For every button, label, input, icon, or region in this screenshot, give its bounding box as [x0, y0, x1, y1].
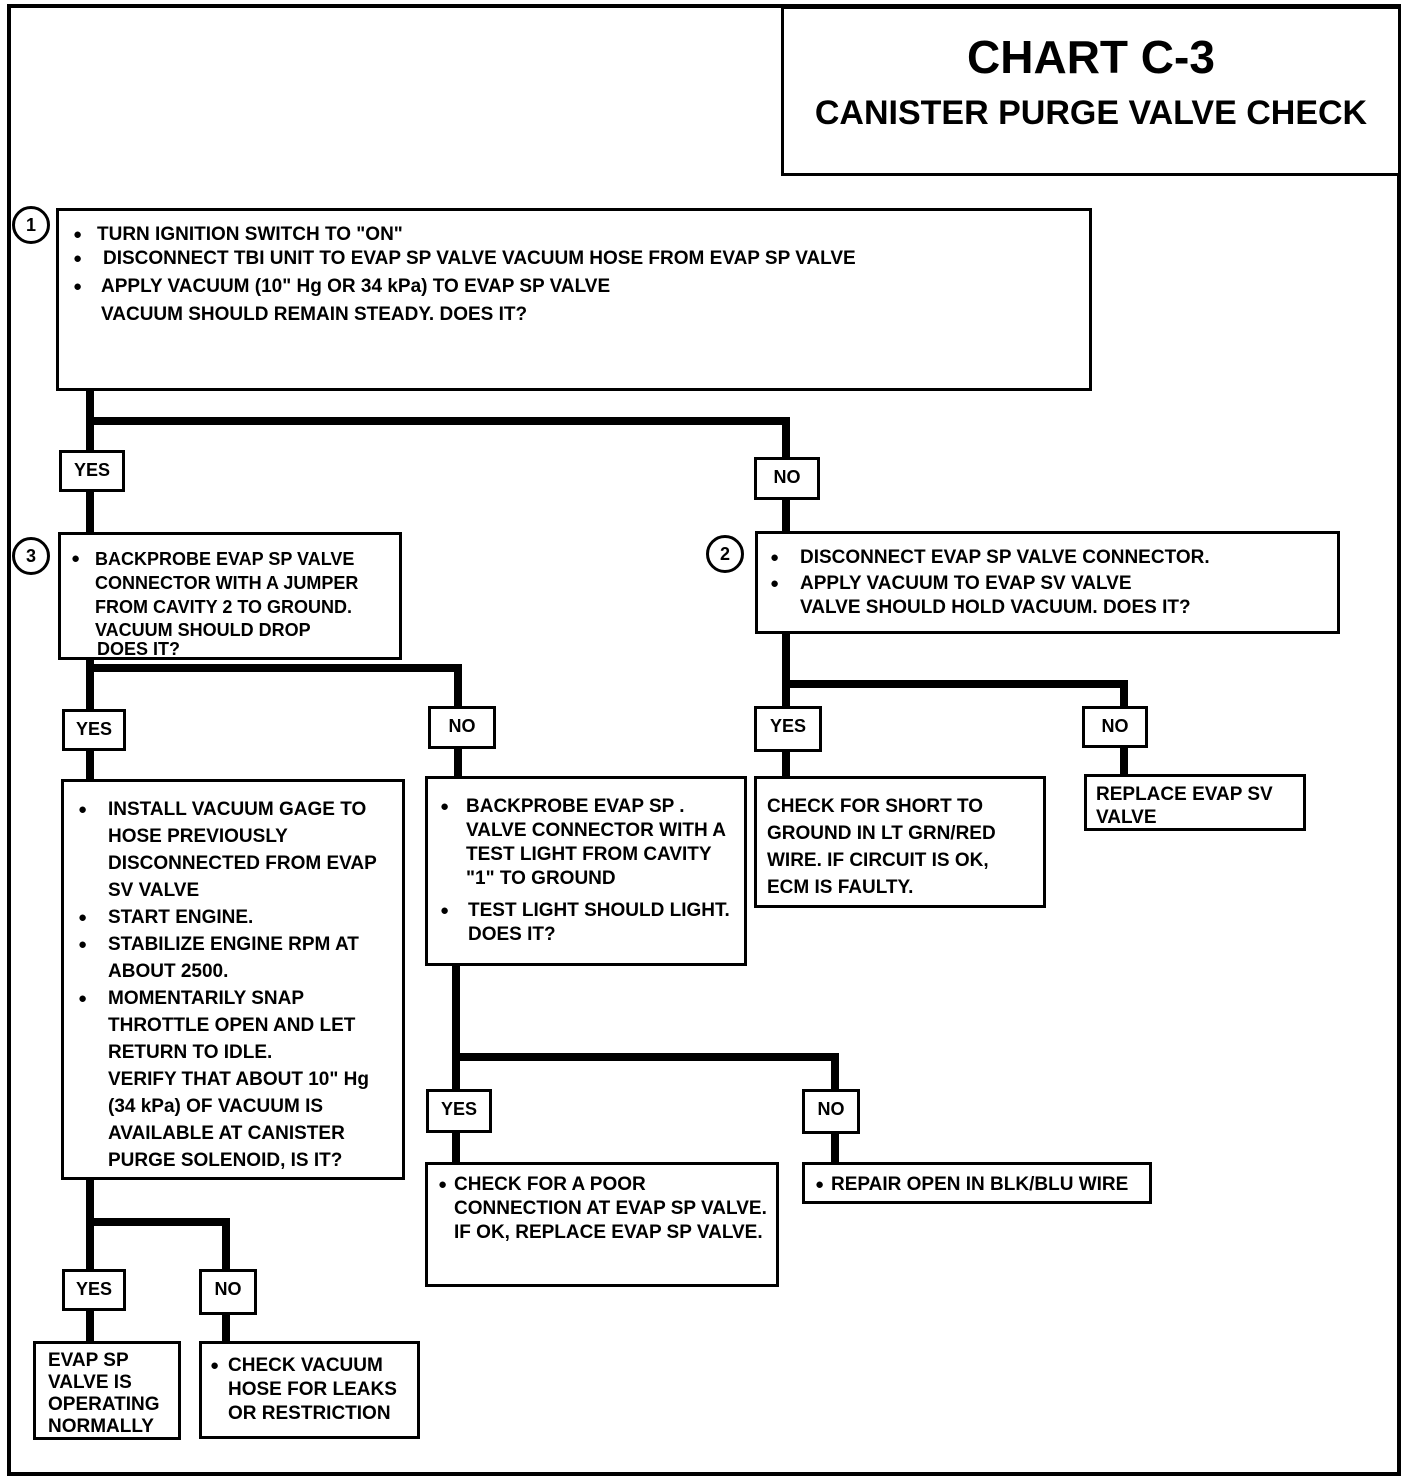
- step-2-box: DISCONNECT EVAP SP VALVE CONNECTOR. APPL…: [755, 531, 1340, 634]
- step-1-bullet: DISCONNECT TBI UNIT TO EVAP SP VALVE VAC…: [69, 247, 1079, 271]
- no-label: NO: [428, 706, 496, 749]
- operating-normally-box: EVAP SP VALVE IS OPERATING NORMALLY: [33, 1341, 181, 1440]
- step-2-bullet: APPLY VACUUM TO EVAP SV VALVE: [766, 572, 1329, 596]
- vacuum-gage-bullet: START ENGINE.: [74, 904, 394, 931]
- connector-step3: [86, 654, 462, 711]
- step-1-question: VACUUM SHOULD REMAIN STEADY. DOES IT?: [101, 304, 528, 325]
- chart-title: CHART C-3: [967, 31, 1215, 83]
- vacuum-gage-bullet: INSTALL VACUUM GAGE TO HOSE PREVIOUSLY D…: [74, 796, 394, 904]
- yes-label: YES: [426, 1089, 492, 1133]
- vacuum-gage-box: INSTALL VACUUM GAGE TO HOSE PREVIOUSLY D…: [61, 779, 405, 1180]
- diagram-frame: [7, 4, 1401, 1476]
- step-1-marker: 1: [12, 206, 50, 244]
- vacuum-gage-question: VERIFY THAT ABOUT 10" Hg (34 kPa) OF VAC…: [108, 1069, 369, 1171]
- check-hose-box: CHECK VACUUM HOSE FOR LEAKS OR RESTRICTI…: [199, 1341, 420, 1439]
- step-2-marker: 2: [706, 535, 744, 573]
- test-light-box: BACKPROBE EVAP SP . VALVE CONNECTOR WITH…: [425, 776, 747, 966]
- poor-connection-box: CHECK FOR A POOR CONNECTION AT EVAP SP V…: [425, 1162, 779, 1287]
- step-3-bullet: BACKPROBE EVAP SP VALVE CONNECTOR WITH A…: [67, 547, 395, 619]
- step-2-bullet: DISCONNECT EVAP SP VALVE CONNECTOR.: [766, 546, 1329, 570]
- step-3-marker: 3: [12, 537, 50, 575]
- poor-connection-text: CHECK FOR A POOR CONNECTION AT EVAP SP V…: [434, 1173, 768, 1245]
- short-to-ground-text: CHECK FOR SHORT TO GROUND IN LT GRN/RED …: [767, 796, 996, 898]
- operating-normally-text: EVAP SP VALVE IS OPERATING NORMALLY: [48, 1350, 160, 1437]
- no-label: NO: [802, 1089, 860, 1134]
- chart-title-box: CHART C-3 CANISTER PURGE VALVE CHECK: [781, 6, 1401, 176]
- step-3-question: VACUUM SHOULD DROP: [95, 620, 311, 640]
- short-to-ground-box: CHECK FOR SHORT TO GROUND IN LT GRN/RED …: [754, 776, 1046, 908]
- connector-testlight: [452, 960, 839, 1094]
- replace-valve-box: REPLACE EVAP SV VALVE: [1084, 774, 1306, 831]
- no-label: NO: [1082, 706, 1148, 748]
- no-label: NO: [199, 1269, 257, 1315]
- vacuum-gage-bullet: MOMENTARILY SNAP THROTTLE OPEN AND LET R…: [74, 985, 394, 1066]
- step-2-question: VALVE SHOULD HOLD VACUUM. DOES IT?: [800, 597, 1191, 618]
- connector-step1: [86, 386, 790, 464]
- step-3-box: BACKPROBE EVAP SP VALVE CONNECTOR WITH A…: [58, 532, 402, 660]
- connector-step2: [782, 629, 1128, 711]
- repair-open-box: REPAIR OPEN IN BLK/BLU WIRE: [802, 1162, 1152, 1204]
- chart-subtitle: CANISTER PURGE VALVE CHECK: [814, 94, 1368, 132]
- check-hose-text: CHECK VACUUM HOSE FOR LEAKS OR RESTRICTI…: [206, 1354, 411, 1426]
- no-label: NO: [754, 457, 820, 500]
- step-1-box: TURN IGNITION SWITCH TO "ON" DISCONNECT …: [56, 208, 1092, 391]
- test-light-bullet: BACKPROBE EVAP SP . VALVE CONNECTOR WITH…: [436, 795, 738, 891]
- yes-label: YES: [754, 706, 822, 752]
- replace-valve-text: REPLACE EVAP SV VALVE: [1096, 784, 1273, 828]
- step-3-question: DOES IT?: [97, 639, 181, 659]
- yes-label: YES: [62, 1269, 126, 1311]
- yes-label: YES: [62, 709, 126, 751]
- test-light-bullet: TEST LIGHT SHOULD LIGHT. DOES IT?: [436, 899, 738, 947]
- step-1-bullet: APPLY VACUUM (10" Hg OR 34 kPa) TO EVAP …: [69, 275, 1079, 299]
- yes-label: YES: [59, 450, 125, 492]
- vacuum-gage-bullet: STABILIZE ENGINE RPM AT ABOUT 2500.: [74, 931, 394, 985]
- connector-gage: [86, 1174, 230, 1274]
- repair-open-text: REPAIR OPEN IN BLK/BLU WIRE: [811, 1173, 1141, 1197]
- step-1-bullet: TURN IGNITION SWITCH TO "ON": [69, 223, 1079, 247]
